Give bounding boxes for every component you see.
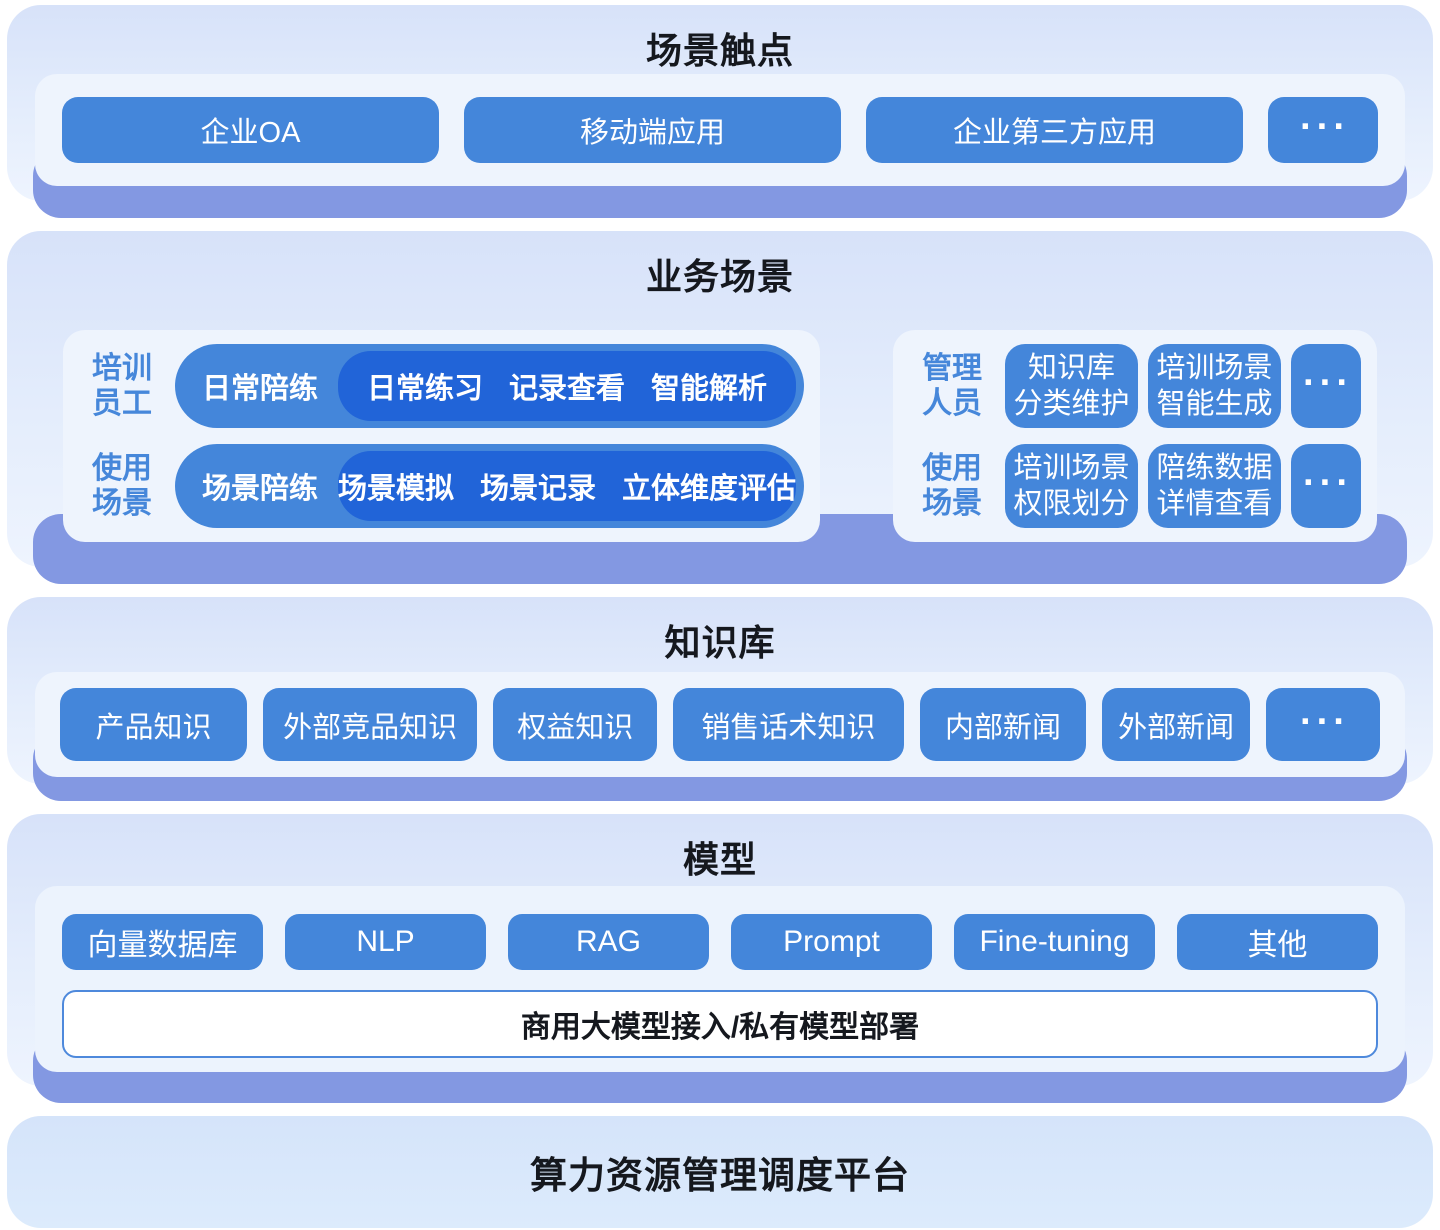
block-line: 知识库	[1028, 351, 1116, 384]
knowledge-title: 知识库	[664, 622, 776, 663]
manager-more-block: ···	[1291, 344, 1361, 428]
ellipsis-icon: ···	[1303, 462, 1353, 504]
usage-scenario-label: 使用 场景	[79, 451, 165, 521]
model-block-vector-db: 向量数据库	[62, 914, 263, 970]
manager-row: 管理 人员 知识库 分类维护 培训场景 智能生成 ···	[909, 344, 1361, 428]
touchpoints-tray: 企业OA 移动端应用 企业第三方应用 ···	[35, 74, 1405, 186]
block-line: 培训场景	[1013, 451, 1130, 484]
daily-practice-row: 培训 员工 日常陪练 日常练习 记录查看 智能解析	[79, 344, 805, 428]
block-line: 详情查看	[1156, 488, 1273, 520]
knowledge-block-benefits: 权益知识	[493, 688, 658, 761]
manager-scenarios-box: 管理 人员 知识库 分类维护 培训场景 智能生成 ··· 使用	[893, 330, 1377, 542]
scene-practice-row: 使用 场景 场景陪练 场景模拟 场景记录 立体维度评估	[79, 444, 805, 528]
daily-practice-chipbox: 日常练习 记录查看 智能解析	[338, 351, 797, 421]
business-title: 业务场景	[645, 256, 794, 297]
ellipsis-icon: ···	[1299, 700, 1350, 743]
block-line: 陪练数据	[1156, 451, 1273, 484]
model-title: 模型	[682, 839, 757, 880]
section-touchpoints: 场景触点 企业OA 移动端应用 企业第三方应用 ···	[7, 5, 1433, 218]
model-block-other: 其他	[1177, 914, 1378, 970]
touchpoint-block-enterprise-oa: 企业OA	[62, 97, 439, 163]
touchpoint-block-third-party-app: 企业第三方应用	[866, 97, 1243, 163]
knowledge-block-external-news: 外部新闻	[1102, 688, 1250, 761]
label-line: 场景	[92, 487, 152, 520]
practice-data-block: 陪练数据 详情查看	[1148, 444, 1281, 528]
chip: 记录查看	[509, 373, 626, 405]
label-line: 培训	[92, 351, 152, 385]
kb-maintenance-block: 知识库 分类维护	[1005, 344, 1139, 428]
label-line: 管理	[922, 351, 983, 385]
chip: 日常练习	[367, 373, 484, 405]
section-business-scenarios: 业务场景 培训 员工 日常陪练 日常练习 记录查看 智能解析	[7, 231, 1433, 584]
section-computing-platform: 算力资源管理调度平台	[7, 1116, 1433, 1228]
model-blocks-row: 向量数据库 NLP RAG Prompt Fine-tuning 其他	[62, 914, 1378, 970]
ellipsis-icon: ···	[1303, 362, 1353, 404]
section-model: 模型 向量数据库 NLP RAG Prompt Fine-tuning 其他 商…	[7, 814, 1433, 1103]
block-line: 权限划分	[1013, 488, 1130, 520]
knowledge-tray: 产品知识 外部竞品知识 权益知识 销售话术知识 内部新闻 外部新闻 ···	[35, 672, 1405, 777]
usage-scenario-label: 使用 场景	[909, 451, 995, 521]
label-line: 使用	[922, 451, 983, 485]
chip: 场景记录	[480, 473, 597, 505]
ellipsis-icon: ···	[1300, 106, 1350, 148]
chip: 智能解析	[651, 373, 768, 405]
knowledge-more-block: ···	[1265, 688, 1380, 761]
label-line: 场景	[922, 487, 983, 520]
chip: 立体维度评估	[622, 473, 797, 505]
label-line: 员工	[92, 387, 152, 420]
pill-label: 场景陪练	[202, 473, 319, 505]
block-line: 智能生成	[1156, 388, 1273, 420]
knowledge-block-product: 产品知识	[60, 688, 248, 761]
model-block-rag: RAG	[508, 914, 709, 970]
pill-label: 日常陪练	[202, 373, 319, 405]
manager-label: 管理 人员	[909, 351, 995, 421]
touchpoints-more-block: ···	[1268, 97, 1378, 163]
manager-usage-row: 使用 场景 培训场景 权限划分 陪练数据 详情查看 ···	[909, 444, 1361, 528]
touchpoints-title: 场景触点	[645, 30, 794, 71]
business-columns: 培训 员工 日常陪练 日常练习 记录查看 智能解析 使用	[35, 330, 1405, 542]
label-line: 使用	[92, 451, 152, 485]
block-line: 培训场景	[1156, 351, 1273, 384]
model-block-prompt: Prompt	[731, 914, 932, 970]
knowledge-block-sales-script: 销售话术知识	[673, 688, 904, 761]
trainee-label: 培训 员工	[79, 351, 165, 421]
block-line: 分类维护	[1013, 388, 1130, 420]
platform-title: 算力资源管理调度平台	[530, 1155, 910, 1196]
trainee-scenarios-box: 培训 员工 日常陪练 日常练习 记录查看 智能解析 使用	[63, 330, 821, 542]
scene-generation-block: 培训场景 智能生成	[1148, 344, 1281, 428]
chip: 场景模拟	[338, 473, 455, 505]
llm-access-banner: 商用大模型接入/私有模型部署	[62, 990, 1378, 1058]
touchpoint-block-mobile-app: 移动端应用	[464, 97, 841, 163]
scene-practice-chipbox: 场景模拟 场景记录 立体维度评估	[338, 451, 797, 521]
scene-practice-pill: 场景陪练 场景模拟 场景记录 立体维度评估	[175, 444, 805, 528]
section-knowledge-base: 知识库 产品知识 外部竞品知识 权益知识 销售话术知识 内部新闻 外部新闻 ··…	[7, 597, 1433, 801]
model-block-nlp: NLP	[285, 914, 486, 970]
knowledge-block-competitor: 外部竞品知识	[263, 688, 478, 761]
model-block-fine-tuning: Fine-tuning	[954, 914, 1155, 970]
model-tray: 向量数据库 NLP RAG Prompt Fine-tuning 其他 商用大模…	[35, 886, 1405, 1072]
label-line: 人员	[922, 387, 983, 420]
scene-permission-block: 培训场景 权限划分	[1005, 444, 1139, 528]
knowledge-block-internal-news: 内部新闻	[919, 688, 1087, 761]
daily-practice-pill: 日常陪练 日常练习 记录查看 智能解析	[175, 344, 805, 428]
manager-usage-more-block: ···	[1291, 444, 1361, 528]
